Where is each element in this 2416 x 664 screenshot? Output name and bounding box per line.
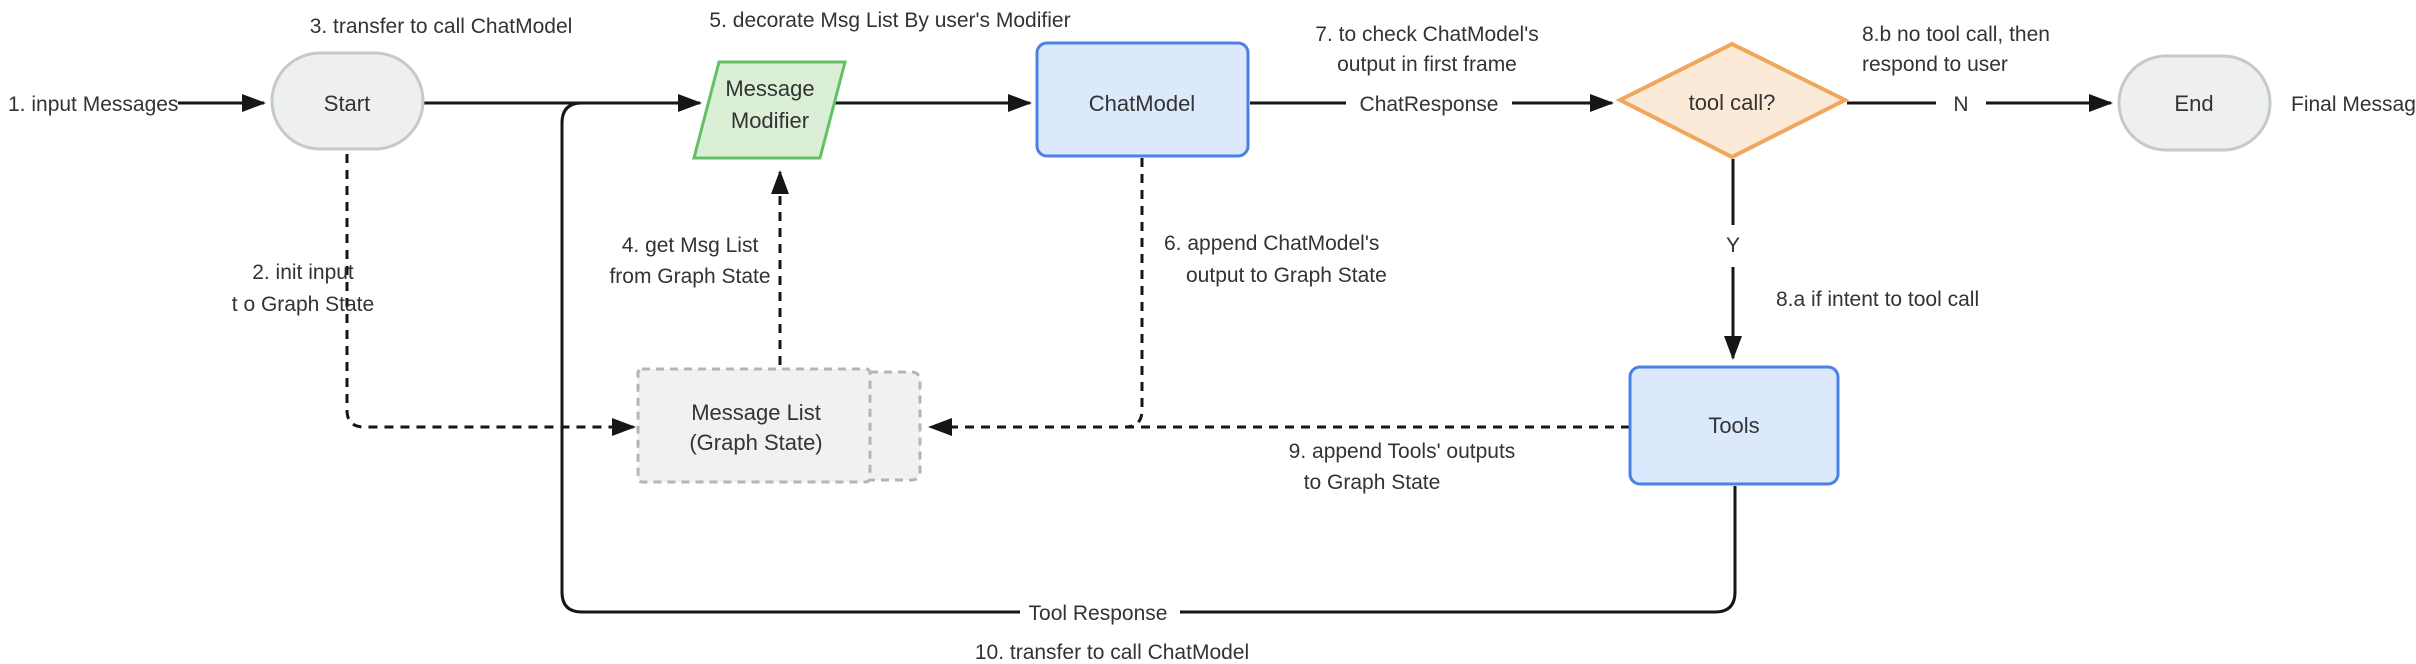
node-message-modifier — [692, 60, 847, 160]
node-end — [2117, 54, 2272, 152]
node-message-modifier-label-line1: Message — [725, 76, 814, 101]
label-step9-line2: to Graph State — [1304, 471, 1441, 494]
label-step2-line2: t o Graph State — [232, 293, 374, 316]
node-end-label: End — [2174, 91, 2213, 116]
label-step6-line2: output to Graph State — [1186, 264, 1387, 287]
label-step4-line1: 4. get Msg List — [622, 234, 759, 257]
node-start — [270, 51, 425, 151]
label-final-message: Final Message — [2291, 93, 2416, 116]
label-step8a: 8.a if intent to tool call — [1776, 288, 1979, 311]
label-step7-line2: output in first frame — [1337, 53, 1517, 76]
edge-tool-response-right — [1180, 486, 1737, 614]
node-tools — [1628, 365, 1840, 486]
edges-solid — [178, 94, 2113, 614]
edge-start-to-messagelist — [345, 154, 636, 436]
node-tools-label: Tools — [1708, 413, 1759, 438]
nodes: Start Message Modifier ChatModel tool ca… — [270, 41, 2272, 486]
label-no: N — [1953, 93, 1968, 116]
node-message-list-label-line2: (Graph State) — [689, 430, 822, 455]
label-step10: 10. transfer to call ChatModel — [975, 641, 1249, 664]
edges-dashed — [345, 154, 1630, 436]
node-message-list-label-line1: Message List — [691, 400, 821, 425]
edge-labels: 1. input Messages 3. transfer to call Ch… — [8, 9, 2416, 664]
label-step3: 3. transfer to call ChatModel — [310, 15, 573, 38]
label-tool-response: Tool Response — [1029, 602, 1168, 625]
node-chatmodel-label: ChatModel — [1089, 91, 1195, 116]
label-step9-line1: 9. append Tools' outputs — [1289, 440, 1516, 463]
label-step8b-line2: respond to user — [1862, 53, 2008, 76]
label-chat-response: ChatResponse — [1360, 93, 1499, 116]
label-step1: 1. input Messages — [8, 93, 178, 116]
node-chatmodel — [1035, 41, 1250, 158]
label-step6-line1: 6. append ChatModel's — [1164, 232, 1379, 255]
node-message-list — [636, 367, 872, 484]
node-start-label: Start — [324, 91, 370, 116]
node-message-modifier-label-line2: Modifier — [731, 108, 809, 133]
node-tool-call-decision — [1615, 41, 1850, 160]
edge-chatmodel-to-statelink — [1124, 158, 1144, 429]
edge-tool-response-left — [560, 101, 1020, 614]
node-tool-call-decision-label: tool call? — [1689, 90, 1776, 115]
label-step4-line2: from Graph State — [609, 265, 770, 288]
label-step5: 5. decorate Msg List By user's Modifier — [709, 9, 1070, 32]
label-yes: Y — [1726, 234, 1740, 257]
label-step8b-line1: 8.b no tool call, then — [1862, 23, 2050, 46]
label-step2-line1: 2. init input — [252, 261, 354, 284]
label-step7-line1: 7. to check ChatModel's — [1315, 23, 1538, 46]
